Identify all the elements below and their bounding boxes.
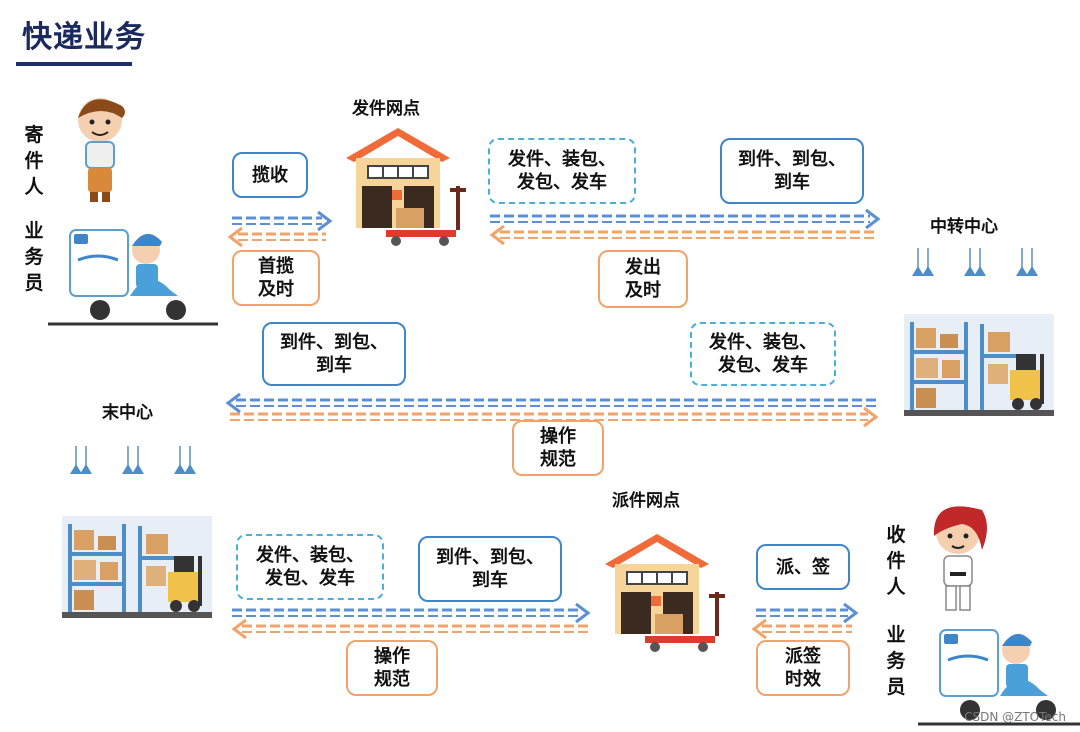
arrow-dispatch-to-receiver	[756, 602, 859, 624]
transfer-center-warehouse	[904, 314, 1054, 416]
send-pack-box-1: 发件、装包、 发包、发车	[488, 138, 636, 204]
end-center-lamps	[69, 445, 197, 475]
first-pickup-timely-box: 首揽 及时	[232, 250, 320, 306]
title-underline	[16, 62, 132, 66]
deliver-sign-box: 派、签	[756, 544, 850, 590]
pickup-box: 揽收	[232, 152, 308, 198]
end-center-label: 末中心	[102, 403, 153, 423]
arrow-outlet-to-transfer	[490, 208, 881, 230]
arrow-outlet-to-sender	[227, 226, 326, 248]
arrive-unpack-box-2: 到件、到包、 到车	[262, 322, 406, 386]
transfer-center-label: 中转中心	[930, 217, 998, 237]
arrow-transfer-to-end	[225, 392, 878, 414]
sender-figure	[77, 97, 126, 203]
arrow-receiver-to-dispatch	[751, 618, 852, 640]
dispatch-outlet-label: 派件网点	[612, 491, 680, 511]
page-title: 快递业务	[22, 20, 146, 55]
transfer-center-lamps	[911, 247, 1039, 277]
arrive-unpack-box-3: 到件、到包、 到车	[418, 536, 562, 602]
send-pack-box-3: 发件、装包、 发包、发车	[236, 534, 384, 600]
sender-courier-label: 业 务 员	[24, 220, 44, 294]
send-pack-box-2: 发件、装包、 发包、发车	[690, 322, 836, 386]
receiver-label: 收 件 人	[886, 524, 906, 598]
sender-label: 寄 件 人	[24, 124, 44, 198]
receiver-figure	[932, 505, 988, 611]
arrow-end-to-dispatch	[232, 602, 591, 624]
arrow-end-to-transfer	[230, 406, 879, 428]
arrive-unpack-box-1: 到件、到包、 到车	[720, 138, 864, 204]
arrow-transfer-to-outlet	[489, 224, 874, 246]
dispatch-timely-box: 发出 及时	[598, 250, 688, 308]
arrow-dispatch-to-end	[231, 618, 590, 640]
end-center-warehouse	[62, 516, 212, 618]
op-standard-box-2: 操作 规范	[346, 640, 438, 696]
op-standard-box-1: 操作 规范	[512, 420, 604, 476]
send-outlet-label: 发件网点	[352, 99, 420, 119]
send-outlet-warehouse	[344, 126, 468, 248]
arrow-sender-to-outlet	[232, 210, 333, 232]
sender-courier-scooter	[46, 228, 220, 326]
watermark: CSDN @ZTOTech	[964, 710, 1066, 724]
deliver-timely-box: 派签 时效	[756, 640, 850, 696]
dispatch-outlet-warehouse	[603, 532, 727, 654]
receiver-courier-label: 业 务 员	[886, 624, 906, 698]
